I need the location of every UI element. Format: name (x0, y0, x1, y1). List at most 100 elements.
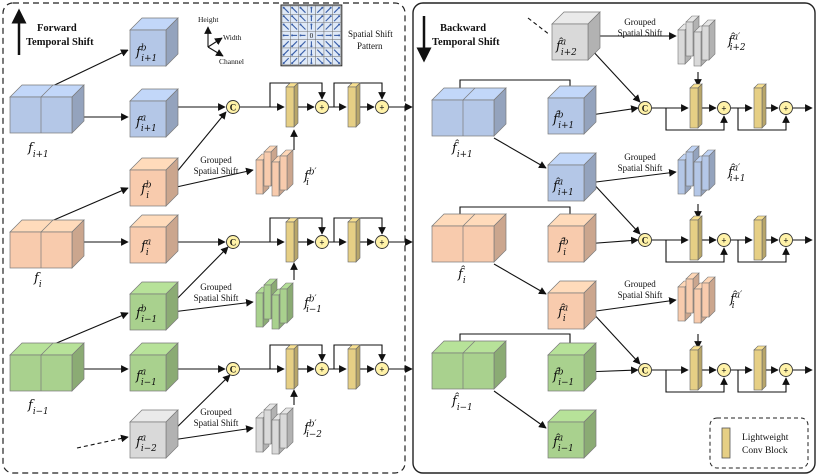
spatial-pattern-label: Spatial Shift (348, 29, 393, 39)
pattern-cell (307, 14, 316, 23)
conv-block-bwd-a-2 (689, 345, 703, 391)
svg-text:Height: Height (198, 15, 219, 24)
cuboid-h-prev (431, 340, 507, 390)
svg-text:0: 0 (310, 32, 314, 40)
svg-text:Channel: Channel (219, 57, 244, 66)
svg-text:+: + (379, 364, 384, 374)
svg-text:+: + (379, 237, 384, 247)
conv-block-bwd-a-1 (689, 215, 703, 261)
svg-text:Temporal Shift: Temporal Shift (26, 37, 94, 48)
cube-ha-prev (547, 409, 597, 459)
svg-text:C: C (642, 365, 649, 375)
svg-text:+: + (721, 235, 726, 245)
pattern-cell (281, 56, 291, 66)
cube-hb-cur (547, 213, 597, 263)
add-circle-bwd-a-1: + (717, 233, 731, 247)
stack-fbp-cur (255, 145, 294, 197)
svg-text:Width: Width (223, 33, 242, 42)
pattern-cell (281, 22, 291, 32)
conv-block-bwd-b-1 (753, 215, 767, 261)
backward-title: Backward Temporal Shift (416, 16, 500, 63)
svg-text:Spatial Shift: Spatial Shift (618, 163, 663, 173)
cube-fa-next (129, 88, 179, 138)
pattern-cell (290, 31, 299, 40)
label-fbp-cur: fb′i (303, 168, 316, 189)
conv-block-fwd-a-2 (285, 344, 299, 390)
pattern-cell (323, 47, 333, 57)
pattern-cell (290, 5, 299, 15)
svg-text:+: + (379, 102, 384, 112)
add-circle-bwd-a-0: + (717, 101, 731, 115)
cube-ha-next2 (551, 11, 601, 61)
svg-text:Spatial Shift: Spatial Shift (194, 293, 239, 303)
stack-hap-cur (677, 272, 716, 324)
cuboid-h-next (431, 87, 507, 137)
concat-circle-fwd-0: C (226, 100, 240, 114)
label-fbp-prev: fb′i−1 (303, 295, 322, 316)
svg-text:+: + (783, 365, 788, 375)
add-circle-fwd-a-2: + (315, 362, 329, 376)
stack-hap-next (677, 145, 716, 197)
add-circle-fwd-a-1: + (315, 235, 329, 249)
pattern-cell (323, 14, 333, 23)
pattern-cell (315, 5, 325, 15)
label-h-cur: f̂i (457, 265, 466, 286)
svg-text:Grouped: Grouped (624, 152, 656, 162)
cube-hb-next (547, 85, 597, 135)
pattern-cell (307, 5, 316, 15)
forward-title: Forward Temporal Shift (11, 8, 94, 55)
svg-text:Grouped: Grouped (624, 17, 656, 27)
stack-fbp-prev (255, 278, 294, 330)
cuboid-f-cur (9, 219, 85, 269)
stack-fbp-prev2 (255, 403, 294, 455)
cube-fa-prev (129, 342, 179, 392)
cube-fa-prev2 (129, 409, 179, 459)
cuboid-f-next (9, 84, 85, 134)
cuboid-h-cur (431, 213, 507, 263)
pattern-cell (315, 14, 325, 23)
axes-legend: Height Width Channel (198, 15, 244, 66)
svg-text:C: C (230, 102, 237, 112)
svg-text:Temporal Shift: Temporal Shift (432, 37, 500, 48)
pattern-cell (298, 5, 308, 15)
pattern-cell (298, 56, 308, 66)
svg-text:+: + (319, 364, 324, 374)
cube-fb-prev (129, 281, 179, 331)
svg-text:C: C (642, 103, 649, 113)
svg-text:Spatial Shift: Spatial Shift (618, 28, 663, 38)
svg-text:Spatial Shift: Spatial Shift (194, 166, 239, 176)
pattern-cell (290, 14, 299, 23)
pattern-cell (298, 47, 308, 57)
pattern-cell: 0 (307, 31, 316, 40)
cube-fb-cur (129, 157, 179, 207)
svg-text:Forward: Forward (37, 23, 77, 34)
pattern-cell (323, 56, 333, 66)
pattern-cell (315, 47, 325, 57)
svg-text:+: + (783, 103, 788, 113)
svg-text:Grouped: Grouped (624, 279, 656, 289)
stack-hap-next2 (677, 15, 716, 67)
cube-ha-next (547, 152, 597, 202)
svg-text:+: + (783, 235, 788, 245)
add-circle-bwd-b-2: + (779, 363, 793, 377)
conv-block-fwd-a-0 (285, 82, 299, 128)
pattern-cell (332, 39, 341, 49)
pattern-cell (315, 56, 325, 66)
svg-text:Spatial Shift: Spatial Shift (618, 290, 663, 300)
pattern-cell (323, 39, 333, 49)
svg-text:+: + (721, 365, 726, 375)
pattern-cell (332, 5, 341, 15)
concat-circle-bwd-1: C (638, 233, 652, 247)
svg-text:Conv Block: Conv Block (742, 446, 788, 456)
label-h-prev: f̂i−1 (451, 392, 473, 413)
backward-panel (412, 2, 816, 474)
pattern-cell (290, 56, 299, 66)
